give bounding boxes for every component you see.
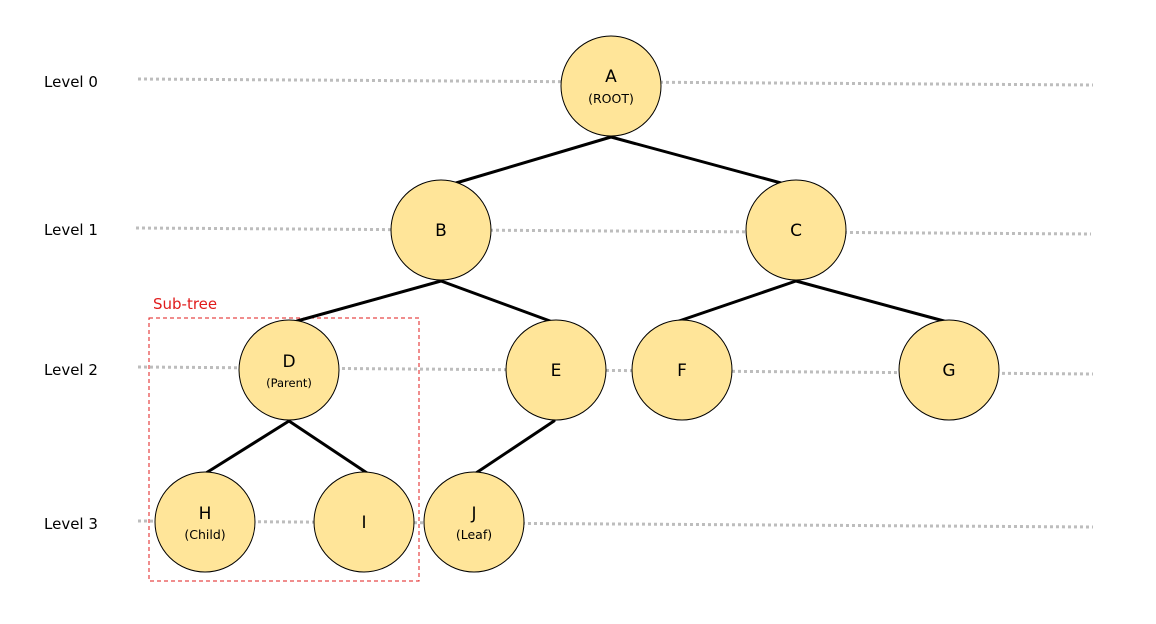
node-label: D — [282, 352, 295, 372]
node-c: C — [745, 179, 847, 281]
level-label-3: Level 3 — [44, 515, 98, 533]
node-g: G — [898, 319, 1000, 421]
node-e: E — [505, 319, 607, 421]
level-label-2: Level 2 — [44, 361, 98, 379]
node-circle — [313, 471, 415, 573]
node-label: J — [470, 504, 476, 524]
edges — [204, 135, 946, 475]
node-label: G — [942, 361, 955, 381]
node-circle — [631, 319, 733, 421]
subtree-box — [148, 317, 420, 582]
node-circle — [238, 319, 340, 421]
edge-c-g — [794, 279, 946, 323]
node-circle — [898, 319, 1000, 421]
node-sublabel: (Leaf) — [456, 527, 492, 542]
node-sublabel: (Child) — [184, 527, 225, 542]
level-label-1: Level 1 — [44, 221, 98, 239]
edge-d-h — [204, 419, 291, 475]
edge-b-e — [439, 279, 552, 323]
node-label: C — [790, 221, 802, 241]
node-label: B — [435, 221, 447, 241]
level-guide-3 — [137, 519, 1094, 529]
node-circle — [745, 179, 847, 281]
level-label-0: Level 0 — [44, 73, 98, 91]
node-circle — [390, 179, 492, 281]
level-guide-1 — [135, 226, 1092, 236]
node-h: H (Child) — [154, 471, 256, 573]
node-label: E — [551, 361, 562, 381]
edge-a-b — [454, 135, 613, 185]
node-sublabel: (Parent) — [266, 376, 312, 390]
node-label: A — [605, 67, 617, 87]
node-circle — [423, 471, 525, 573]
subtree-label: Sub-tree — [153, 295, 217, 313]
node-circle — [505, 319, 607, 421]
edge-b-d — [295, 279, 443, 323]
edge-d-i — [287, 419, 369, 475]
level-guides — [135, 77, 1094, 529]
edge-e-j — [474, 419, 556, 475]
edge-a-c — [609, 135, 783, 185]
node-d: D (Parent) — [238, 319, 340, 421]
node-label: F — [677, 361, 687, 381]
node-j: J (Leaf) — [423, 471, 525, 573]
node-label: I — [361, 513, 366, 533]
node-a: A (ROOT) — [560, 35, 662, 137]
node-i: I — [313, 471, 415, 573]
node-sublabel: (ROOT) — [588, 91, 634, 106]
node-label: H — [199, 504, 212, 524]
edge-c-f — [677, 279, 798, 323]
node-f: F — [631, 319, 733, 421]
node-circle — [154, 471, 256, 573]
node-circle — [560, 35, 662, 137]
node-b: B — [390, 179, 492, 281]
